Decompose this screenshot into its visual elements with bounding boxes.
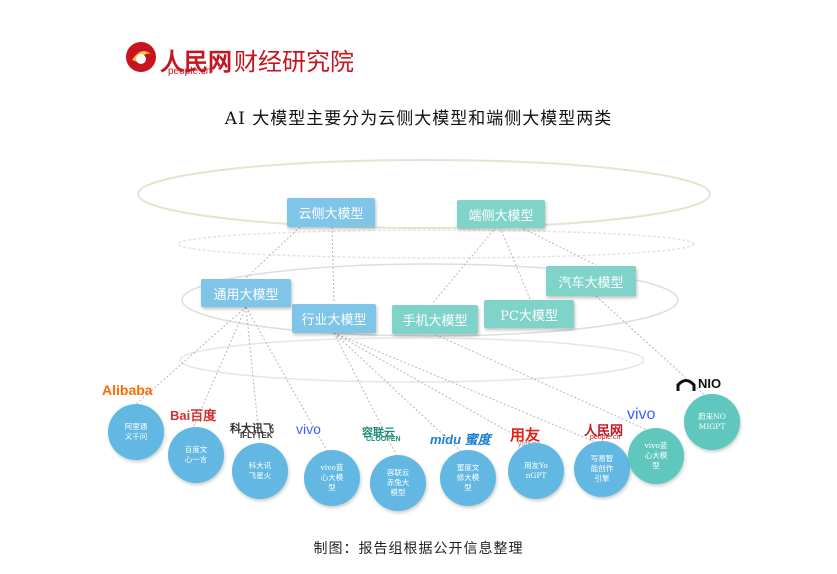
node-car-model: 汽车大模型 (546, 266, 636, 296)
model-circle-midu: 蜜度文修大模型 (440, 450, 496, 506)
baidu-logo: Bai百度 (170, 408, 217, 423)
vivo-logo-1: vivo (296, 421, 321, 437)
connector-line (333, 332, 601, 445)
model-circle-vivo-1: vivo蓝心大模型 (304, 450, 360, 506)
model-circle-cloopen: 容联云赤兔大模型 (370, 455, 426, 511)
connector-line (245, 306, 331, 457)
top-ellipse (137, 159, 711, 229)
model-circle-baidu: 百度文心一言 (168, 427, 224, 483)
figure-caption: 制图：报告组根据公开信息整理 (313, 541, 524, 557)
connector-line (595, 295, 709, 399)
brand-domain: people.cn (168, 66, 212, 77)
connector-line (245, 306, 261, 447)
iflytek-logo: 科大讯飞 (230, 423, 274, 435)
connector-line (333, 332, 399, 459)
connector-line (431, 226, 497, 305)
model-circle-people: 写易智能创作引擎 (574, 441, 630, 497)
node-edge-model: 端侧大模型 (457, 200, 545, 228)
brand-chinese-name: 人民网 (160, 48, 232, 76)
vivo-logo-2: vivo (627, 406, 656, 423)
node-industry-model: 行业大模型 (292, 304, 376, 333)
connector-line (133, 306, 247, 407)
nio-logo-icon (676, 377, 696, 391)
cloopen-logo: 容联云 (362, 427, 395, 439)
people-logo-en: people.cn (590, 434, 621, 441)
model-circle-vivo-2: vivo蓝心大模型 (628, 428, 684, 484)
node-phone-model: 手机大模型 (392, 305, 478, 334)
alibaba-logo: Alibaba (102, 382, 153, 398)
cloopen-logo-en: CLOOPEN (366, 436, 401, 443)
node-cloud-model: 云侧大模型 (287, 198, 375, 227)
lower-ellipse (179, 337, 645, 383)
node-general-model: 通用大模型 (201, 279, 291, 307)
upper-dashed-ellipse (177, 229, 695, 259)
connector-line (431, 332, 657, 435)
connector-line (331, 226, 335, 304)
connector-line (245, 226, 301, 279)
brand-institute-name: 财经研究院 (234, 48, 354, 76)
brand-logo-icon (124, 40, 158, 74)
yonyou-logo: 用友 (510, 427, 541, 444)
connector-line (499, 226, 531, 300)
people-logo: 人民网 (584, 423, 624, 438)
model-circle-iflytek: 科大讯飞星火 (232, 443, 288, 499)
iflytek-logo-en: IFLYTEK (240, 431, 273, 440)
midu-logo: midu 蜜度 (430, 432, 491, 447)
node-pc-model: PC大模型 (484, 300, 574, 328)
diagram-title: AI 大模型主要分为云侧大模型和端侧大模型两类 (224, 109, 613, 129)
model-circle-aliyun: 阿里通义千问 (108, 404, 164, 460)
middle-ellipse (181, 263, 679, 337)
nio-logo: NIO (698, 376, 722, 391)
model-circle-yonyou: 用友YonGPT (508, 443, 564, 499)
model-circle-nio: 蔚来NOMIGPT (684, 394, 740, 450)
